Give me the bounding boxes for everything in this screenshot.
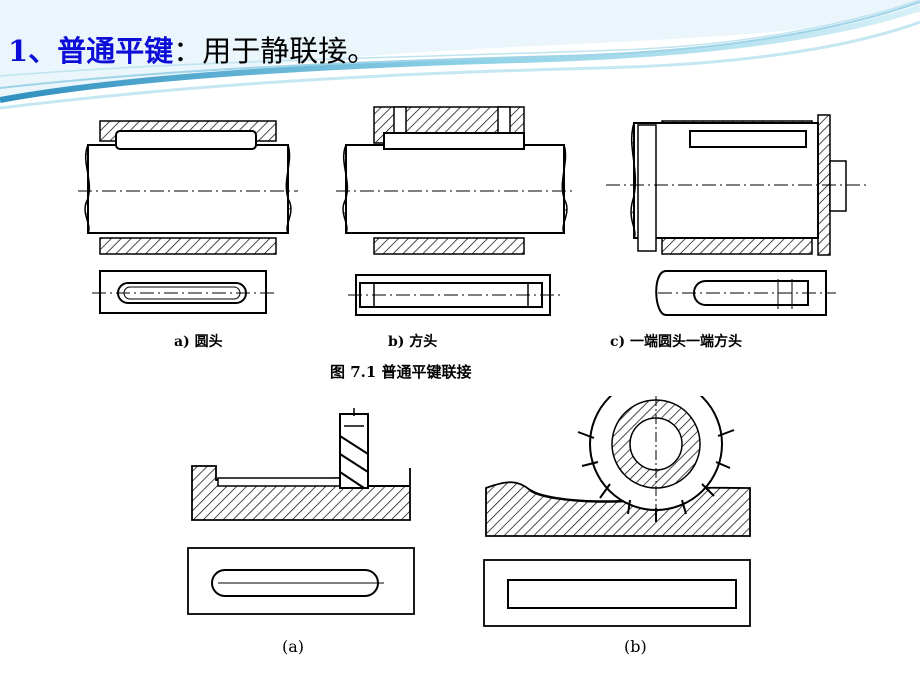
diagram-end-mill-cutting xyxy=(191,408,411,521)
caption-a: (a) xyxy=(282,637,304,656)
caption-b: (b) xyxy=(624,637,647,656)
diagram-round-end-assembly xyxy=(78,120,298,255)
caption-round-end: a) 圆头 xyxy=(174,333,223,350)
title-number: 1、 xyxy=(8,34,58,68)
figure-flat-key-types: a) 圆头 b) 方头 c) 一端圆头一端方头 图 7.1 普通平键联接 xyxy=(78,103,866,388)
figure-keyway-machining: (a) (b) xyxy=(178,377,770,664)
title-description: ：用于静联接。 xyxy=(173,34,377,68)
figure-title: 图 7.1 普通平键联接 xyxy=(330,363,472,381)
diagram-square-end-key-top-view xyxy=(348,274,560,316)
diagram-round-end-key-top-view xyxy=(92,270,276,314)
caption-mixed-end: c) 一端圆头一端方头 xyxy=(610,333,742,350)
caption-square-end: b) 方头 xyxy=(388,333,437,350)
header-wave-decoration xyxy=(0,0,920,110)
diagram-end-mill-keyway-top-view xyxy=(187,547,415,615)
title-keyword: 普通平键 xyxy=(57,34,174,68)
diagram-disc-mill-cutting xyxy=(485,377,751,537)
diagram-mixed-end-assembly xyxy=(606,114,866,256)
slide-title: 1、普通平键：用于静联接。 xyxy=(8,30,376,72)
diagram-mixed-end-key-top-view xyxy=(655,270,836,316)
diagram-square-end-assembly xyxy=(336,106,576,255)
diagram-disc-mill-keyway-top-view xyxy=(483,559,751,627)
